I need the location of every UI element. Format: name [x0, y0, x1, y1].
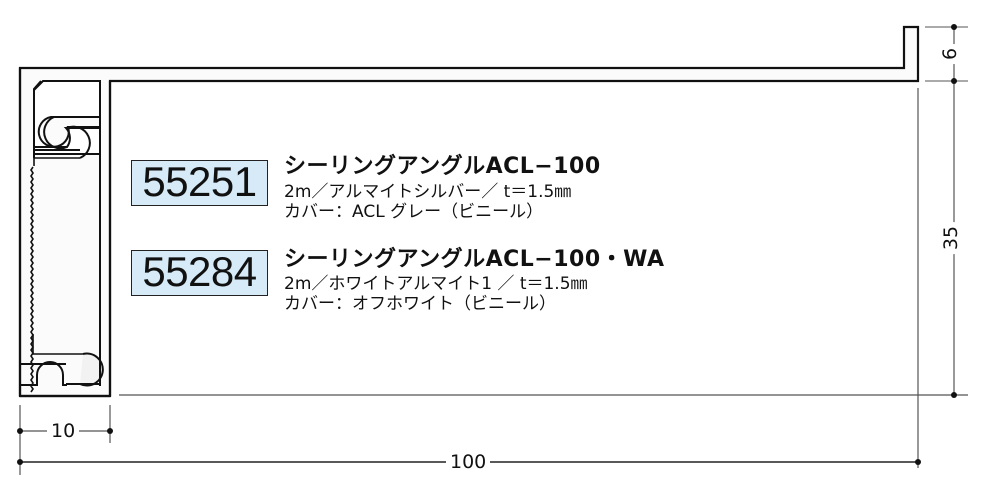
product-spec: 2m／アルマイトシルバー／ t＝1.5㎜ — [284, 182, 572, 202]
product-code-box: 55251 — [131, 160, 268, 206]
dimension-label-lip: 6 — [939, 43, 961, 65]
profile-top-hook — [33, 80, 101, 159]
dimension-label-flange: 10 — [47, 421, 80, 441]
product-spec: 2m／ホワイトアルマイト1 ／ t＝1.5㎜ — [284, 274, 588, 294]
product-cover: カバー：ACL グレー（ビニール） — [284, 202, 544, 222]
product-cover: カバー：オフホワイト（ビニール） — [284, 294, 556, 314]
product-name: シーリングアングルACL−100 — [284, 154, 601, 179]
product-name: シーリングアングルACL−100・WA — [284, 247, 665, 272]
dimension-label-height: 35 — [940, 221, 962, 255]
dimension-label-total: 100 — [446, 452, 491, 472]
product-code-box: 55284 — [131, 250, 268, 296]
profile-serrated-wall — [30, 157, 83, 393]
